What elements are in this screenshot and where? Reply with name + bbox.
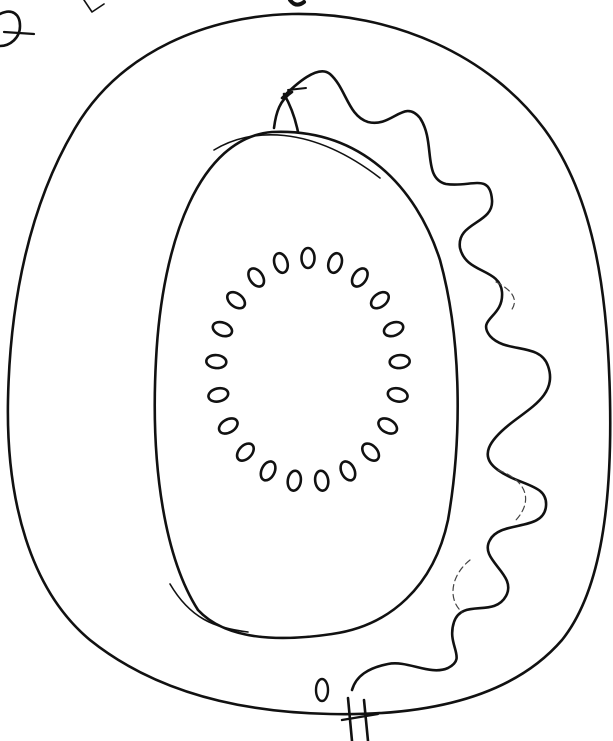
bottom-stem — [316, 679, 378, 741]
top-edge-mark — [290, 0, 304, 5]
seed-ring — [206, 248, 410, 492]
seed — [211, 319, 234, 338]
seed — [359, 440, 382, 464]
top-stem — [274, 88, 306, 132]
seed — [387, 386, 409, 403]
inner-oval-stroke-bottom — [170, 584, 248, 632]
seed — [206, 354, 227, 368]
seed — [302, 248, 315, 268]
outer-ring — [8, 14, 610, 714]
seed — [338, 459, 358, 483]
seed — [224, 289, 248, 312]
seed — [286, 470, 302, 492]
seed — [326, 252, 344, 275]
seed — [376, 415, 400, 436]
seed — [382, 319, 405, 338]
seed — [272, 252, 290, 275]
seed — [207, 386, 229, 403]
seed — [234, 440, 257, 464]
wavy-edge — [282, 71, 550, 690]
corner-scribble — [0, 0, 104, 46]
seed — [349, 266, 371, 290]
seed — [389, 354, 410, 368]
seed — [258, 459, 278, 483]
seed — [314, 470, 330, 492]
seed — [245, 266, 267, 290]
seed — [368, 289, 392, 312]
inner-oval — [155, 132, 458, 638]
seed — [216, 415, 240, 436]
